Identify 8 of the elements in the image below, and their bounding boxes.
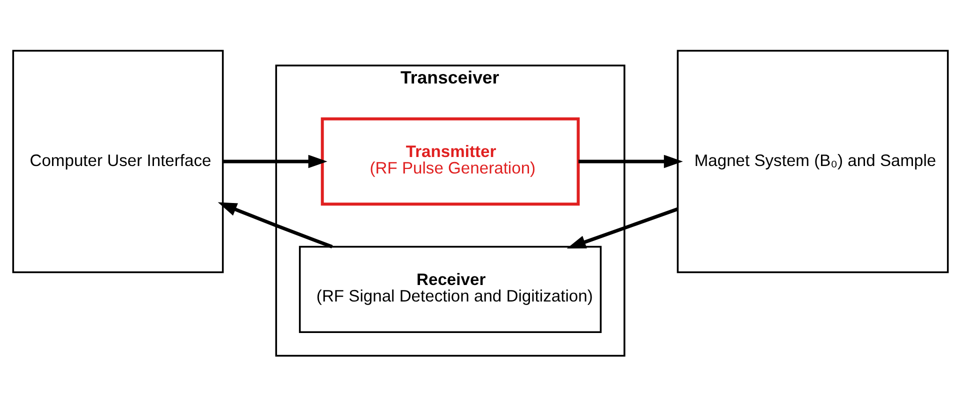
arrow [566, 207, 678, 248]
arrow [223, 154, 328, 168]
node-box: Magnet System (B₀) and Sample [676, 50, 949, 274]
node-box: Computer User Interface [12, 50, 224, 274]
node-box: Transmitter (RF Pulse Generation) [320, 117, 580, 206]
node-box: Receiver (RF Signal Detection and Digitization) [298, 246, 602, 333]
arrow [578, 154, 683, 168]
arrow [218, 202, 333, 248]
